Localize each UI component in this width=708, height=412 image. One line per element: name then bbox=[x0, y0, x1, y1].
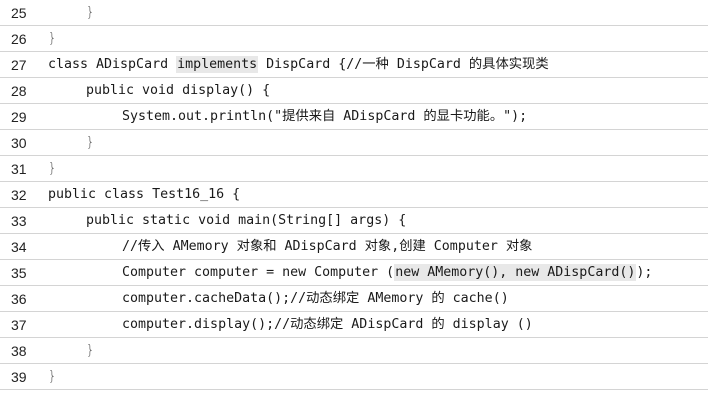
code-line-32: 32 public class Test16_16 { bbox=[0, 182, 708, 208]
line-number: 32 bbox=[11, 187, 27, 203]
code-segment: } bbox=[48, 369, 57, 384]
code-line-28: 28 public void display() { bbox=[0, 78, 708, 104]
code-segment: public static void main(String[] args) { bbox=[86, 213, 407, 228]
code-segment: //传入 AMemory 对象和 ADispCard 对象,创建 Compute… bbox=[122, 239, 533, 254]
code-segment: } bbox=[48, 31, 57, 46]
code-line-31: 31 } bbox=[0, 156, 708, 182]
code-line-26: 26 } bbox=[0, 26, 708, 52]
line-number: 31 bbox=[11, 161, 27, 177]
code-segment: DispCard {//一种 DispCard 的具体实现类 bbox=[258, 57, 549, 72]
code-text: //传入 AMemory 对象和 ADispCard 对象,创建 Compute… bbox=[122, 234, 532, 260]
code-text: computer.cacheData();//动态绑定 AMemory 的 ca… bbox=[122, 286, 509, 312]
code-segment: } bbox=[86, 343, 95, 358]
code-text: computer.display();//动态绑定 ADispCard 的 di… bbox=[122, 312, 533, 338]
code-text: public class Test16_16 { bbox=[48, 182, 240, 208]
line-number: 36 bbox=[11, 291, 27, 307]
code-segment: class ADispCard bbox=[48, 57, 177, 72]
code-line-39: 39 } bbox=[0, 364, 708, 390]
code-text: System.out.println("提供来自 ADispCard 的显卡功能… bbox=[122, 104, 527, 130]
line-number: 33 bbox=[11, 213, 27, 229]
code-segment: public class Test16_16 { bbox=[48, 187, 241, 202]
code-segment: Computer computer = new Computer ( bbox=[122, 265, 395, 280]
line-number: 30 bbox=[11, 135, 27, 151]
line-number: 29 bbox=[11, 109, 27, 125]
code-segment: computer.cacheData();//动态绑定 AMemory 的 ca… bbox=[122, 291, 509, 306]
code-segment: System.out.println("提供来自 ADispCard 的显卡功能… bbox=[122, 109, 528, 124]
code-text: public static void main(String[] args) { bbox=[86, 208, 406, 234]
line-number: 38 bbox=[11, 343, 27, 359]
line-number: 35 bbox=[11, 265, 27, 281]
code-segment: computer.display();//动态绑定 ADispCard 的 di… bbox=[122, 317, 533, 332]
code-text: Computer computer = new Computer (new AM… bbox=[122, 260, 652, 286]
code-text: class ADispCard implements DispCard {//一… bbox=[48, 52, 549, 78]
code-segment: public void display() { bbox=[86, 83, 271, 98]
code-line-37: 37 computer.display();//动态绑定 ADispCard 的… bbox=[0, 312, 708, 338]
code-text: } bbox=[48, 156, 56, 182]
line-number: 27 bbox=[11, 57, 27, 73]
line-number: 37 bbox=[11, 317, 27, 333]
line-number: 39 bbox=[11, 369, 27, 385]
code-text: } bbox=[86, 130, 94, 156]
code-line-29: 29 System.out.println("提供来自 ADispCard 的显… bbox=[0, 104, 708, 130]
code-segment: } bbox=[48, 161, 57, 176]
line-number: 26 bbox=[11, 31, 27, 47]
code-text: public void display() { bbox=[86, 78, 270, 104]
code-text: } bbox=[48, 364, 56, 390]
code-line-27: 27 class ADispCard implements DispCard {… bbox=[0, 52, 708, 78]
code-line-33: 33 public static void main(String[] args… bbox=[0, 208, 708, 234]
line-number: 34 bbox=[11, 239, 27, 255]
code-line-36: 36 computer.cacheData();//动态绑定 AMemory 的… bbox=[0, 286, 708, 312]
highlight-arguments: new AMemory(), new ADispCard() bbox=[394, 264, 637, 281]
code-segment: ); bbox=[636, 265, 653, 280]
code-line-38: 38 } bbox=[0, 338, 708, 364]
code-line-30: 30 } bbox=[0, 130, 708, 156]
code-line-34: 34 //传入 AMemory 对象和 ADispCard 对象,创建 Comp… bbox=[0, 234, 708, 260]
code-segment: } bbox=[86, 5, 95, 20]
highlight-keyword: implements bbox=[176, 56, 259, 73]
code-line-25: 25 } bbox=[0, 0, 708, 26]
code-text: } bbox=[86, 338, 94, 364]
line-number: 28 bbox=[11, 83, 27, 99]
code-text: } bbox=[48, 26, 56, 52]
code-line-35: 35 Computer computer = new Computer (new… bbox=[0, 260, 708, 286]
line-number: 25 bbox=[11, 5, 27, 21]
code-segment: } bbox=[86, 135, 95, 150]
code-text: } bbox=[86, 0, 94, 26]
